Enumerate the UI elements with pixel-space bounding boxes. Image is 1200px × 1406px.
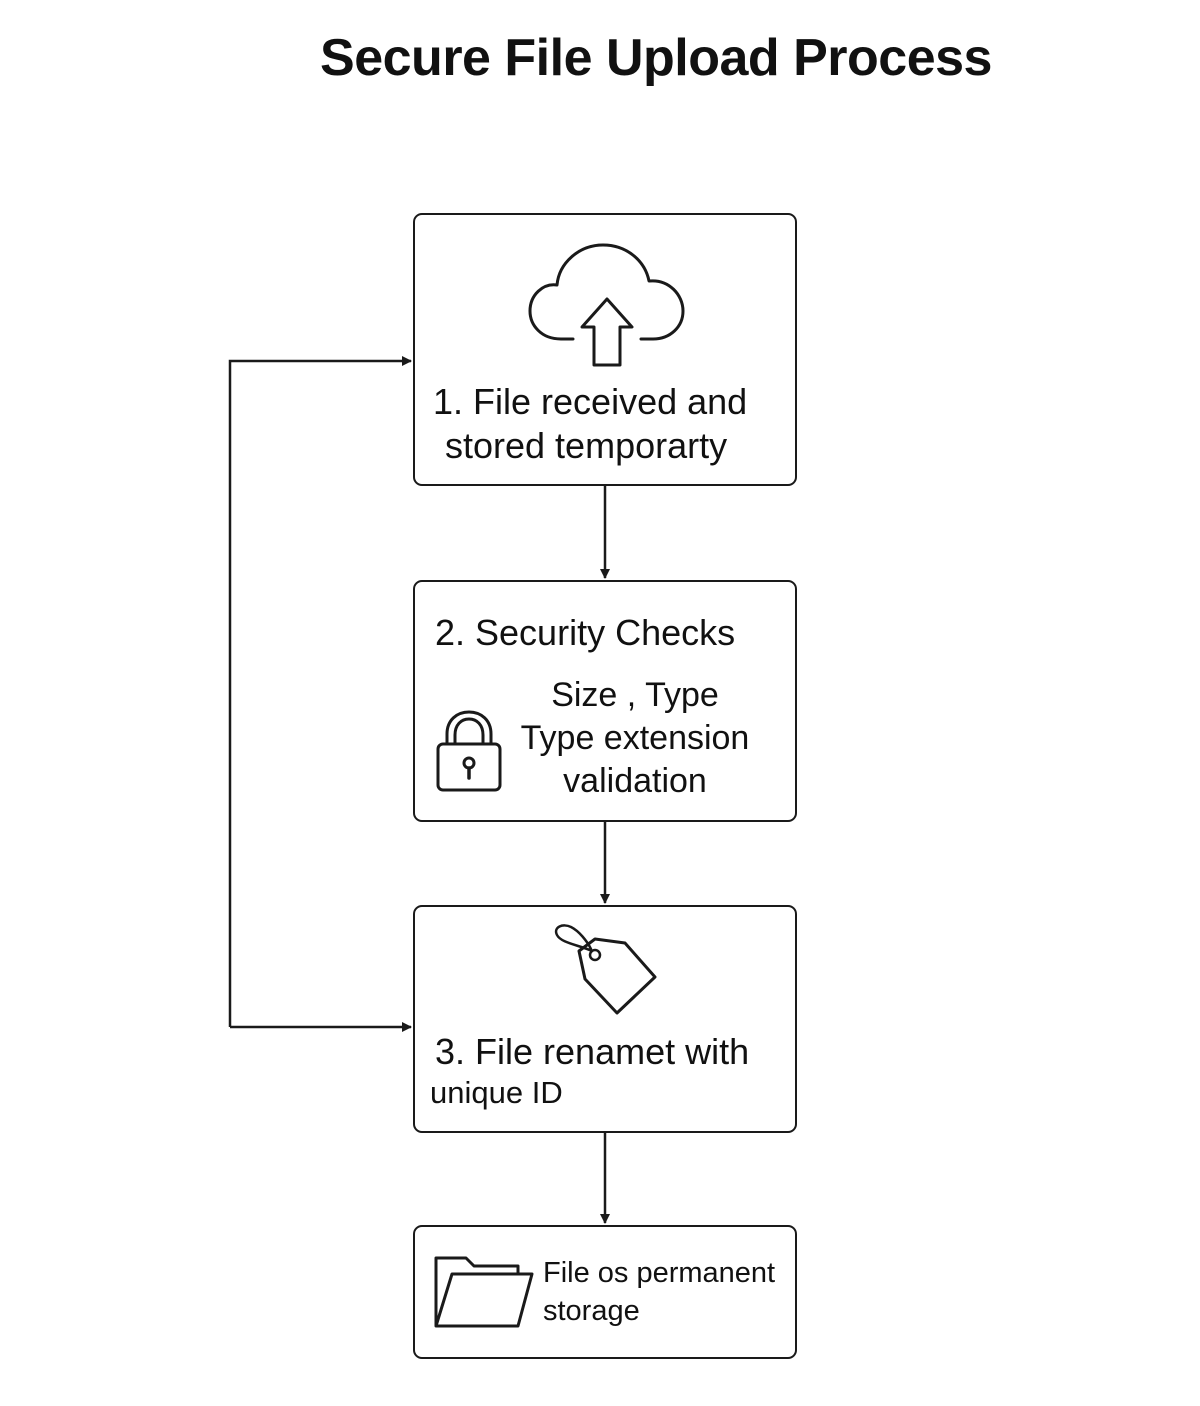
tag-icon [551,921,661,1026]
step-1-box: 1. File received and stored temporarty [413,213,797,486]
step-2-detail-line-1: Size , Type [551,676,719,714]
step-3-box: 3. File renamet with unique ID [413,905,797,1133]
step-2-detail-line-3: validation [563,762,707,800]
padlock-icon [435,708,503,799]
cloud-upload-icon [527,241,687,372]
step-4-box: File os permanent storage [413,1225,797,1359]
step-2-box: 2. Security Checks Size , Type Type exte… [413,580,797,822]
step-3-heading: 3. File renamet with [435,1031,750,1072]
step-4-label-line-2: storage [543,1295,640,1327]
step-2-heading: 2. Security Checks [435,612,736,653]
step-2-detail-line-2: Type extension [520,719,750,757]
step-4-label-line-1: File os permanent [543,1257,776,1289]
step-1-label-line-2: stored temporarty [445,425,728,466]
step-1-label-line-1: 1. File received and [433,381,748,422]
diagram-title: Secure File Upload Process [320,29,992,87]
step-3-subtext: unique ID [430,1075,563,1110]
folder-icon [432,1252,536,1337]
step-2-description: Size , Type Type extension validation [515,674,755,803]
loop-arrow-to-step1 [228,356,412,1027]
